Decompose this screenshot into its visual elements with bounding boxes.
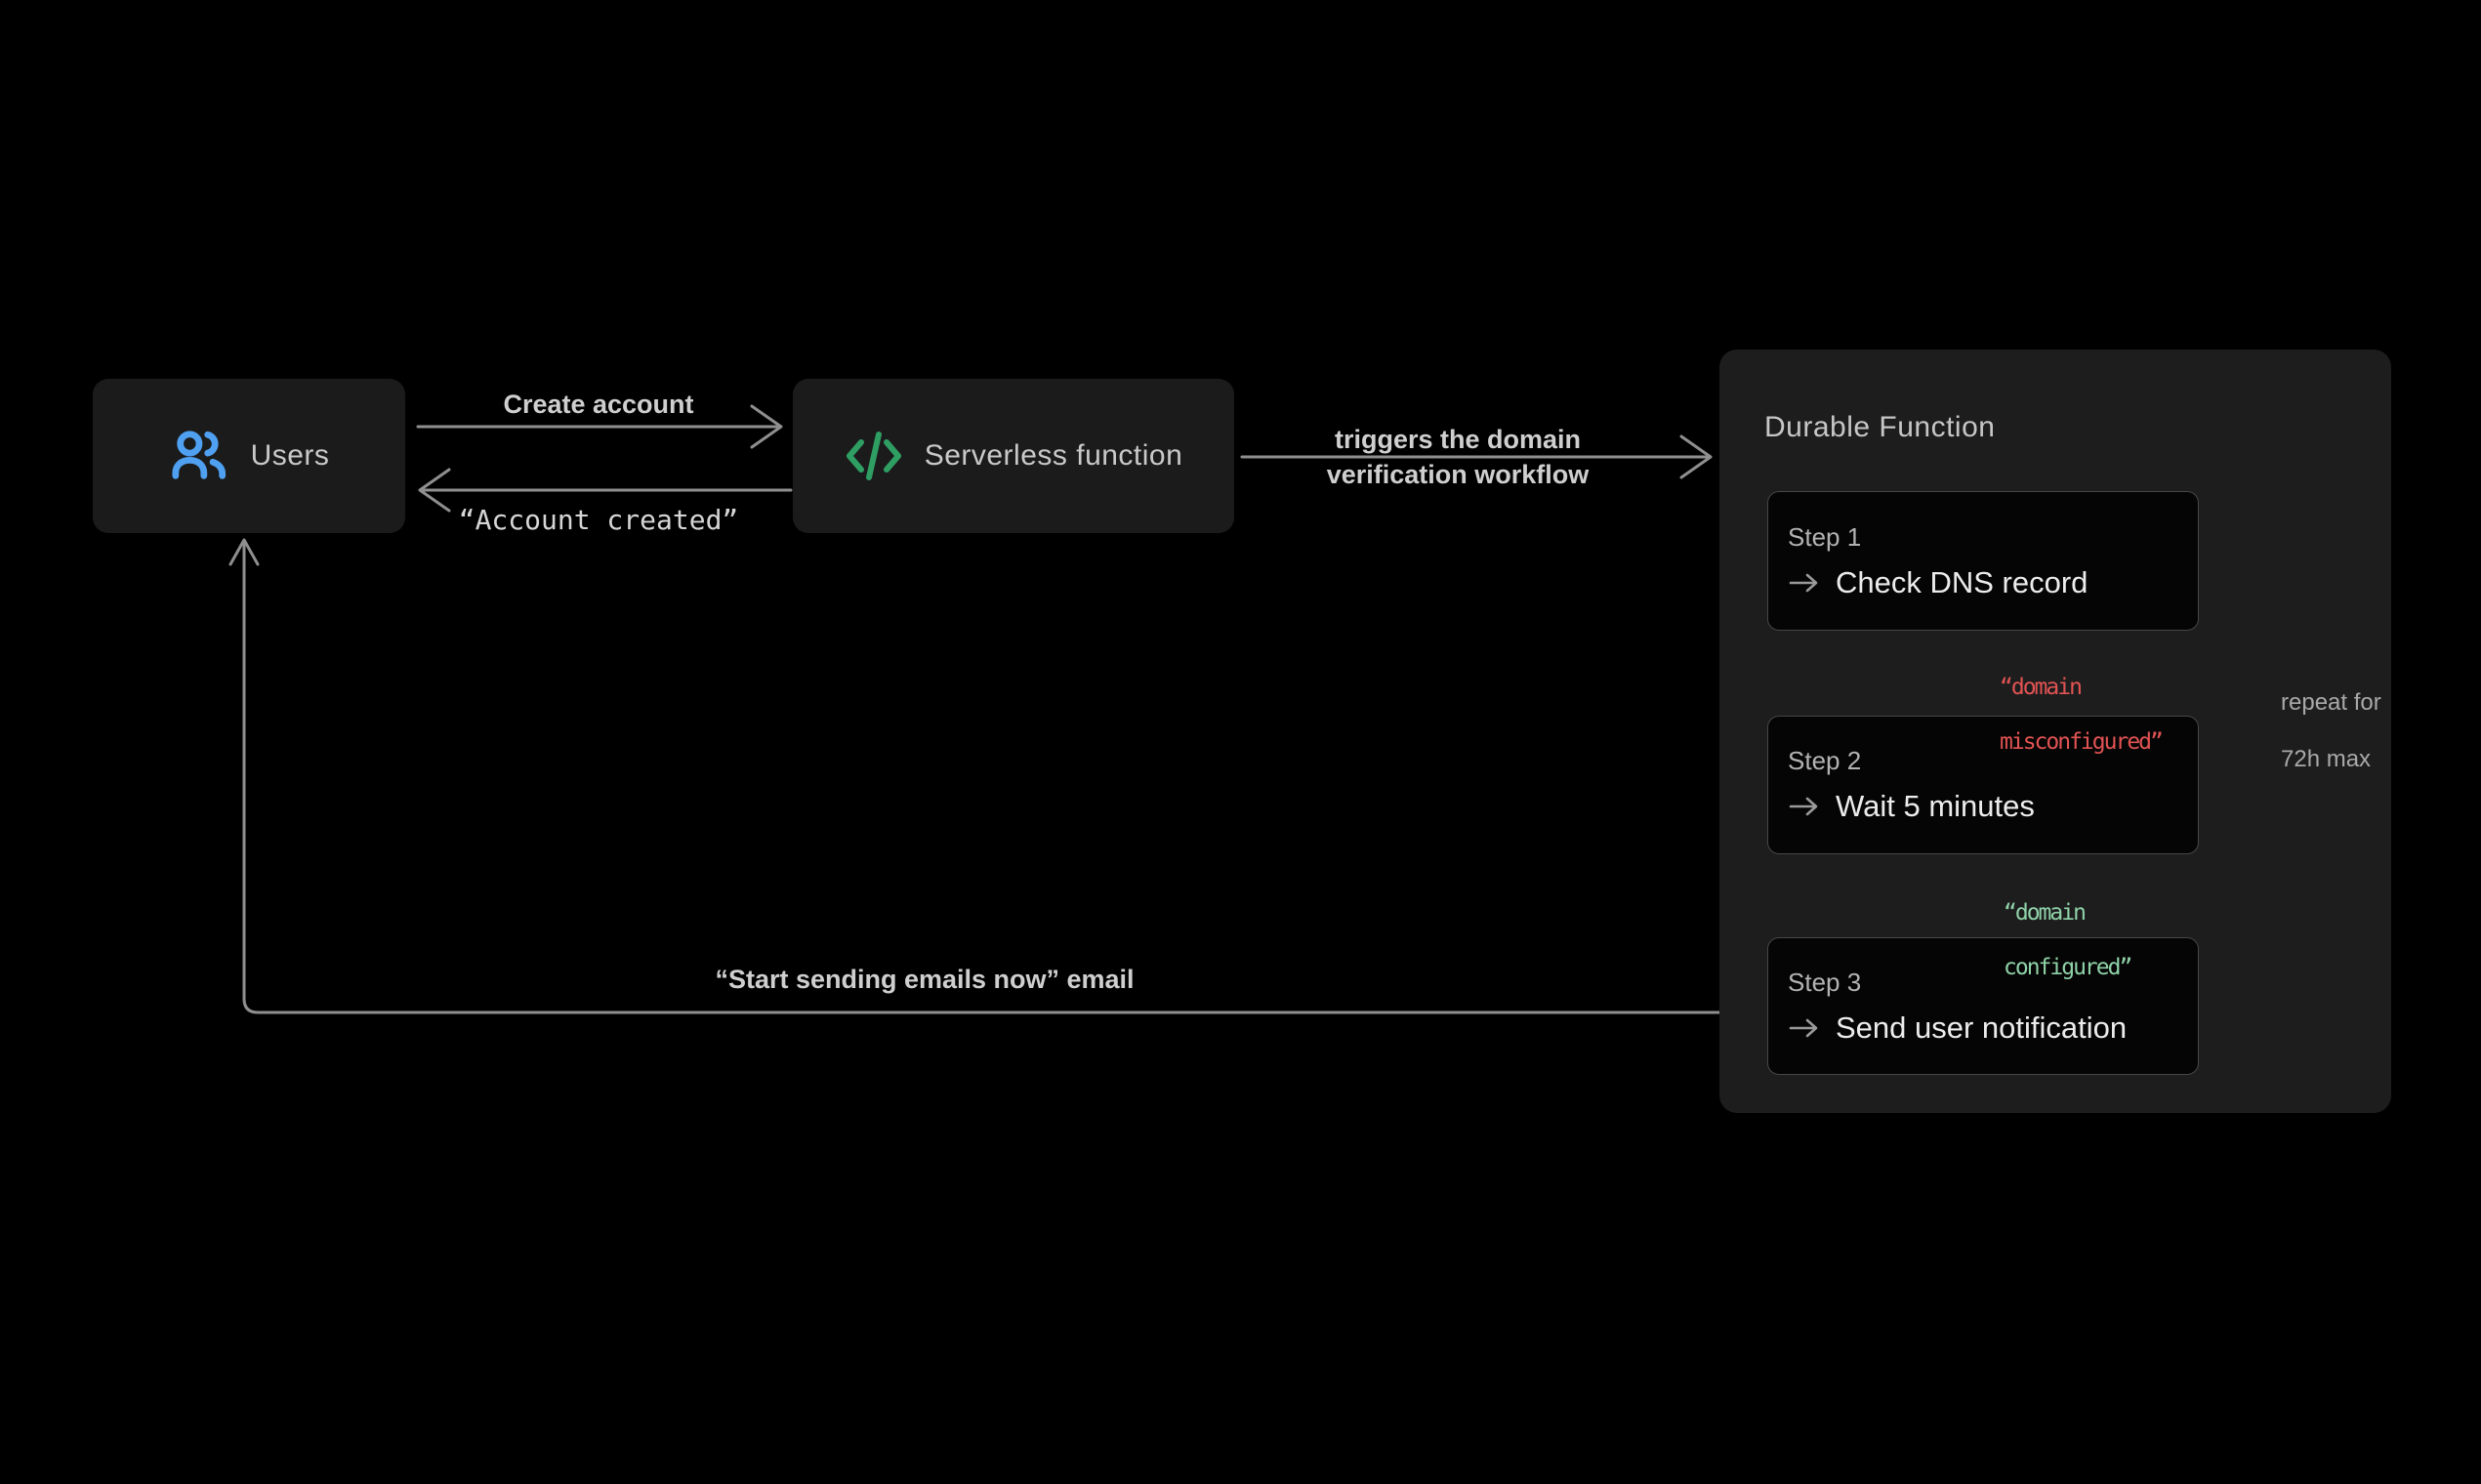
- account-created-label: “Account created”: [458, 504, 739, 536]
- step-2-card: Step 2 Wait 5 minutes: [1767, 716, 2199, 854]
- step-3-action: Send user notification: [1788, 1010, 2198, 1046]
- domain-misconfigured-line2: misconfigured”: [2000, 729, 2164, 755]
- create-account-label: Create account: [503, 390, 694, 419]
- step-1-action: Check DNS record: [1788, 565, 2198, 600]
- step-2-action: Wait 5 minutes: [1788, 789, 2198, 824]
- domain-configured-label: “domain configured”: [2004, 872, 2132, 1009]
- users-node-label: Users: [250, 439, 330, 472]
- domain-misconfigured-label: “domain misconfigured”: [2000, 646, 2164, 783]
- step-2-action-text: Wait 5 minutes: [1836, 789, 2035, 823]
- right-arrow-icon: [1788, 795, 1819, 818]
- step-3-name: Step 3: [1788, 967, 1862, 997]
- step-2-name: Step 2: [1788, 746, 1862, 775]
- triggers-workflow-line2: verification workflow: [1326, 460, 1590, 489]
- right-arrow-icon: [1788, 1016, 1819, 1040]
- repeat-72h-line2: 72h max: [2281, 746, 2372, 772]
- start-email-label: “Start sending emails now” email: [715, 965, 1135, 994]
- triggers-workflow-label: triggers the domain verification workflo…: [1327, 422, 1590, 492]
- domain-configured-line1: “domain: [2004, 900, 2087, 926]
- repeat-72h-line1: repeat for: [2281, 689, 2381, 716]
- triggers-workflow-line1: triggers the domain: [1334, 425, 1582, 454]
- domain-configured-line2: configured”: [2004, 955, 2132, 980]
- step-3-card: Step 3 Send user notification: [1767, 937, 2199, 1075]
- step-1-name: Step 1: [1788, 521, 1862, 552]
- serverless-node-label: Serverless function: [924, 439, 1183, 472]
- right-arrow-icon: [1788, 571, 1819, 595]
- users-icon: [169, 428, 229, 484]
- step-1-card: Step 1 Check DNS record: [1767, 491, 2199, 631]
- durable-function-title: Durable Function: [1764, 411, 1996, 443]
- repeat-72h-label: repeat for 72h max: [2281, 660, 2381, 802]
- arrow-send-email-to-users: [228, 538, 1769, 1014]
- users-node: Users: [93, 379, 405, 533]
- code-icon: [845, 428, 903, 484]
- serverless-node: Serverless function: [793, 379, 1234, 533]
- step-3-action-text: Send user notification: [1836, 1010, 2128, 1045]
- domain-misconfigured-line1: “domain: [2000, 675, 2083, 700]
- step-1-action-text: Check DNS record: [1836, 564, 2088, 599]
